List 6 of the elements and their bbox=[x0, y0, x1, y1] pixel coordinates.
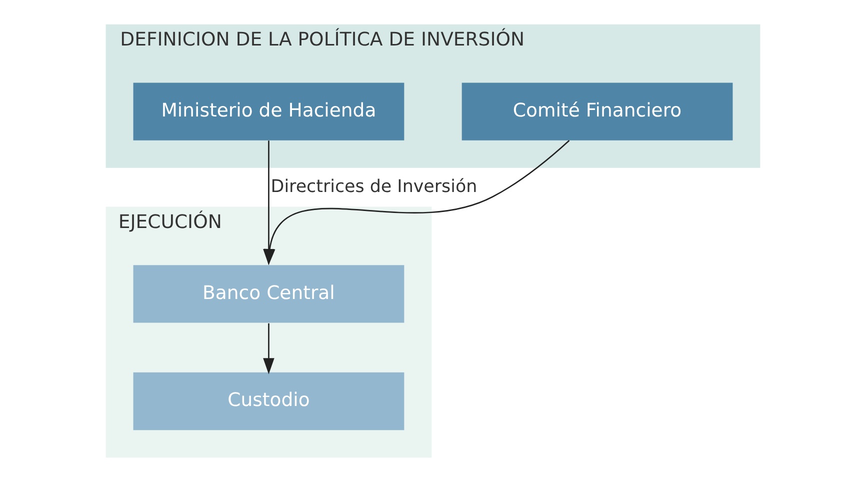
node-box: Comité Financiero bbox=[462, 82, 733, 140]
node-box: Custodio bbox=[133, 372, 404, 430]
node-box: Banco Central bbox=[133, 264, 404, 322]
node-box: Ministerio de Hacienda bbox=[133, 82, 404, 140]
arrow bbox=[263, 322, 274, 374]
edge-label: Directrices de Inversión bbox=[270, 176, 478, 196]
